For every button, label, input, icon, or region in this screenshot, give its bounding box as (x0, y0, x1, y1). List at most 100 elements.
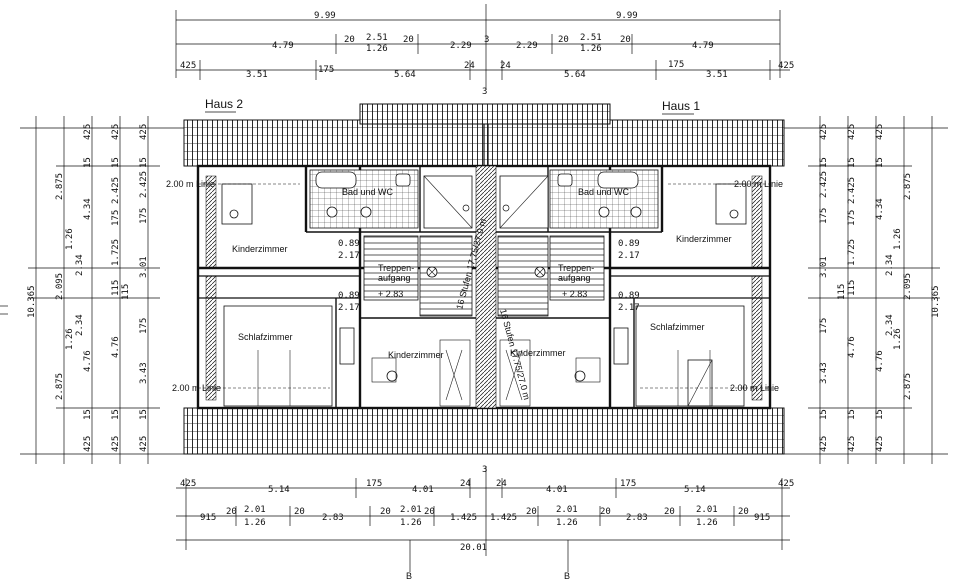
dim-left-b234: 2.34 (75, 254, 85, 276)
dim-right-b126: 1.26 (893, 228, 903, 250)
stair-label-right-1: Treppen- (558, 263, 594, 273)
dim-left-c115: 115 (111, 280, 121, 296)
dim-bot-r126b: 1.26 (696, 518, 718, 528)
stair-label-right-3: + 2.83 (562, 289, 587, 299)
dim-top-mid3: 3 (482, 87, 487, 97)
dim-right-b425: 425 (875, 124, 885, 140)
dim-top-r351: 3.51 (706, 70, 728, 80)
dim-bot-l175: 175 (366, 479, 382, 489)
line-label-left-top: 2.00 m Linie (166, 179, 215, 189)
dim-top-l24: 24 (464, 61, 475, 71)
dim-right-c476: 4.76 (847, 336, 857, 358)
room-kinderzimmer-mid-right: Kinderzimmer (510, 348, 566, 358)
dim-left-d425b: 425 (139, 436, 149, 452)
dim-bot-r201b: 2.01 (696, 505, 718, 515)
dim-bot-r915: 915 (754, 513, 770, 523)
dim-left-b126b: 1.26 (65, 328, 75, 350)
dim-right-d301: 3.01 (819, 256, 829, 278)
dim-left-c2425: 2.425 (111, 177, 121, 204)
dim-bot-total: 20.01 (460, 543, 487, 553)
dim-left-b425b: 425 (83, 436, 93, 452)
door-dim-1b: 2.17 (338, 251, 360, 261)
dim-top-r20a: 20 (558, 35, 569, 45)
room-bad-left: Bad und WC (342, 187, 394, 197)
dim-right-d425: 425 (819, 124, 829, 140)
room-bad-right: Bad und WC (578, 187, 630, 197)
room-kinderzimmer-top-left: Kinderzimmer (232, 244, 288, 254)
dim-top-right-total: 9.99 (616, 11, 638, 21)
dim-right-c1725: 1.725 (847, 239, 857, 266)
dim-bot-l425: 425 (180, 479, 196, 489)
dim-top-l425: 425 (180, 61, 196, 71)
dim-left-b15b: 15 (83, 409, 93, 420)
section-mark-right: B (564, 571, 570, 581)
dim-right-b234b: 2.34 (885, 314, 895, 336)
dim-right-b15b: 15 (875, 409, 885, 420)
section-mark-left: B (406, 571, 412, 581)
dim-top-r175: 175 (668, 60, 684, 70)
dim-bot-l401: 4.01 (412, 485, 434, 495)
shower-right (499, 175, 549, 229)
dim-bot-l1425: 1.425 (450, 513, 477, 523)
house-2-title: Haus 2 (205, 97, 243, 111)
dim-left-c175: 175 (111, 210, 121, 226)
stair-label-right-2: aufgang (558, 273, 591, 283)
dim-bot-r1425: 1.425 (490, 513, 517, 523)
height-lines (198, 183, 770, 389)
dim-top-l564: 5.64 (394, 70, 416, 80)
dim-bot-l201b: 2.01 (400, 505, 422, 515)
dim-right-d115: 115 (837, 284, 847, 300)
door-dim-3b: 2.17 (338, 303, 360, 313)
stair-label-left-1: Treppen- (378, 263, 414, 273)
dim-left-b476: 4.76 (83, 350, 93, 372)
dim-top-l251: 2.51 (366, 33, 388, 43)
stair-label-left-3: + 2.83 (378, 289, 403, 299)
stair-label-left-2: aufgang (378, 273, 411, 283)
dim-bot-r201: 2.01 (556, 505, 578, 515)
door-dim-4b: 2.17 (618, 303, 640, 313)
house-1-title: Haus 1 (662, 99, 700, 113)
dim-right-b15: 15 (875, 157, 885, 168)
dim-bot-l20d: 20 (424, 507, 435, 517)
shower-left (423, 175, 473, 229)
furniture-right (499, 183, 747, 407)
dim-top-c3: 3 (484, 35, 489, 45)
dim-left-d115: 115 (121, 284, 131, 300)
dim-top-l175: 175 (318, 65, 334, 75)
room-schlafzimmer-left: Schlafzimmer (238, 332, 293, 342)
dim-left-d175b: 175 (139, 318, 149, 334)
bathroom-right (549, 169, 659, 229)
dim-left-a2095: 2.095 (55, 273, 65, 300)
dim-right-c425: 425 (847, 124, 857, 140)
party-wall-hatch (475, 165, 497, 409)
dim-right-b476: 4.76 (875, 350, 885, 372)
dim-right-a2095: 2.095 (903, 273, 913, 300)
dim-right-c2425: 2.425 (847, 177, 857, 204)
dim-right-c15b: 15 (847, 409, 857, 420)
dim-bot-r20a: 20 (526, 507, 537, 517)
dim-bot-r20b: 20 (600, 507, 611, 517)
line-label-right-bottom: 2.00 m Linie (730, 383, 779, 393)
room-kinderzimmer-top-right: Kinderzimmer (676, 234, 732, 244)
dim-right-d15b: 15 (819, 409, 829, 420)
dim-top-r251: 2.51 (580, 33, 602, 43)
dim-left-c15b: 15 (111, 409, 121, 420)
dim-right-d343: 3.43 (819, 362, 829, 384)
dim-top-l20b: 20 (403, 35, 414, 45)
dims-bottom: 425 5.14 175 4.01 24 3 24 4.01 175 5.14 … (180, 465, 794, 581)
dim-left-c425b: 425 (111, 436, 121, 452)
dim-left-c15: 15 (111, 157, 121, 168)
dimension-lines (0, 4, 948, 572)
dims-right: 10.365 2.875 2.095 2.875 425 15 4.34 1.2… (819, 124, 941, 452)
roof-bottom-band (183, 407, 785, 455)
dim-left-d15: 15 (139, 157, 149, 168)
dim-right-d15: 15 (819, 157, 829, 168)
dim-bot-l20a: 20 (226, 507, 237, 517)
dim-left-total: 10.365 (27, 285, 37, 318)
dim-bot-l126: 1.26 (244, 518, 266, 528)
room-kinderzimmer-mid-left: Kinderzimmer (388, 350, 444, 360)
dim-top-r20b: 20 (620, 35, 631, 45)
dim-left-b434: 4.34 (83, 198, 93, 220)
dim-left-b126: 1.26 (65, 228, 75, 250)
